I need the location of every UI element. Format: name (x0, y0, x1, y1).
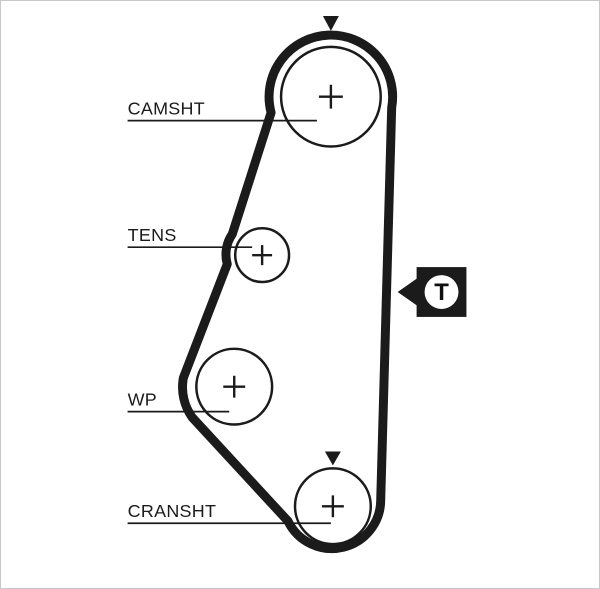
crankshaft-label: CRANSHT (128, 501, 217, 521)
crankshaft-down-arrow-icon (324, 451, 341, 466)
tension-marker-circle (424, 275, 459, 309)
water-pump-center-mark (223, 375, 246, 398)
crankshaft-center-mark (321, 495, 344, 518)
tensioner-center-mark (252, 245, 273, 266)
tension-marker-letter: T (434, 279, 449, 306)
tension-marker-left-arrow-icon (397, 278, 418, 306)
water-pump-label: WP (128, 390, 157, 410)
camshaft-center-mark (318, 84, 343, 109)
camshaft-label: CAMSHT (128, 99, 205, 119)
tensioner-label: TENS (128, 225, 177, 245)
timing-belt (178, 30, 398, 553)
tension-marker: T (397, 267, 467, 317)
camshaft-down-arrow-icon (322, 15, 339, 31)
